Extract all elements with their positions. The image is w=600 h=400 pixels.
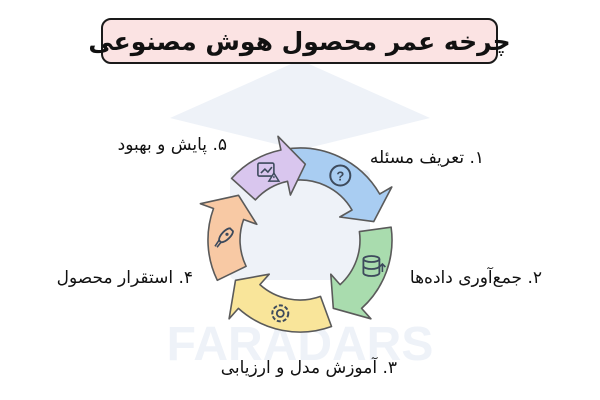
step-5-label: ۵. پایش و بهبود — [117, 135, 227, 155]
chart-warning-icon — [257, 162, 281, 182]
step-3-label: ۳. آموزش مدل و ارزیابی — [220, 358, 397, 378]
database-icon — [362, 255, 386, 277]
title-box: چرخه عمر محصول هوش مصنوعی — [88, 18, 511, 64]
step-4-label: ۴. استقرار محصول — [56, 268, 193, 288]
svg-text:?: ? — [336, 169, 344, 184]
diagram-title: چرخه عمر محصول هوش مصنوعی — [88, 26, 511, 56]
cycle-arrow-2 — [330, 226, 393, 320]
cycle-arrow-3 — [228, 273, 333, 333]
cycle-arrow-5 — [230, 135, 307, 201]
step-2-label: ۲. جمع‌آوری داده‌ها — [409, 268, 542, 288]
rocket-icon — [214, 227, 234, 248]
step-1-label: ۱. تعریف مسئله — [369, 148, 484, 168]
brain-gear-icon — [271, 304, 290, 323]
question-icon: ? — [329, 164, 352, 187]
